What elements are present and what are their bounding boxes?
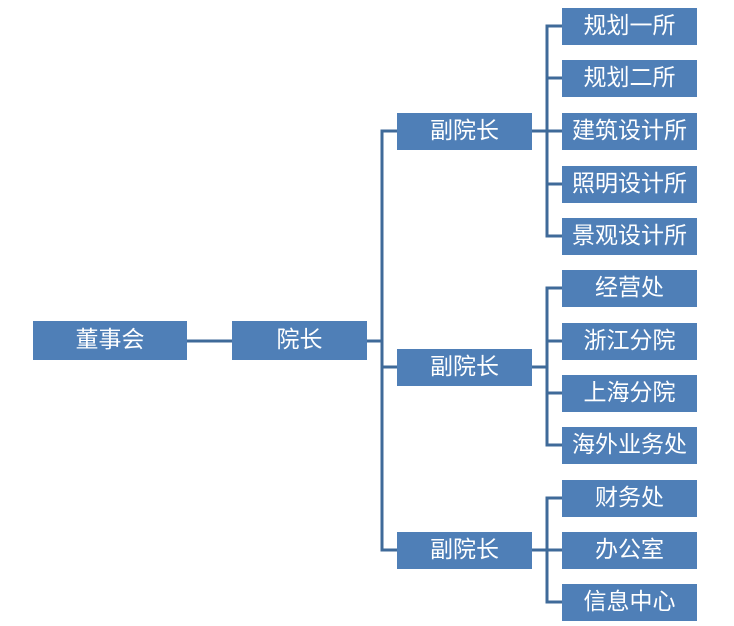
unit-node-architecture: 建筑设计所: [562, 113, 697, 150]
unit-node-zhejiang: 浙江分院: [562, 323, 697, 360]
unit-node-finance: 财务处: [562, 480, 697, 517]
vice-president-node-2: 副院长: [397, 349, 532, 386]
unit-node-planning-1: 规划一所: [562, 8, 697, 45]
vice-president-node-3: 副院长: [397, 532, 532, 569]
unit-node-business: 经营处: [562, 270, 697, 307]
unit-node-info-center: 信息中心: [562, 584, 697, 621]
unit-node-landscape: 景观设计所: [562, 218, 697, 255]
unit-node-shanghai: 上海分院: [562, 375, 697, 412]
president-node: 院长: [232, 321, 367, 360]
board-node: 董事会: [33, 321, 187, 360]
unit-node-lighting: 照明设计所: [562, 166, 697, 203]
unit-node-planning-2: 规划二所: [562, 60, 697, 97]
unit-node-office: 办公室: [562, 532, 697, 569]
vice-president-node-1: 副院长: [397, 113, 532, 150]
unit-node-overseas: 海外业务处: [562, 427, 697, 464]
